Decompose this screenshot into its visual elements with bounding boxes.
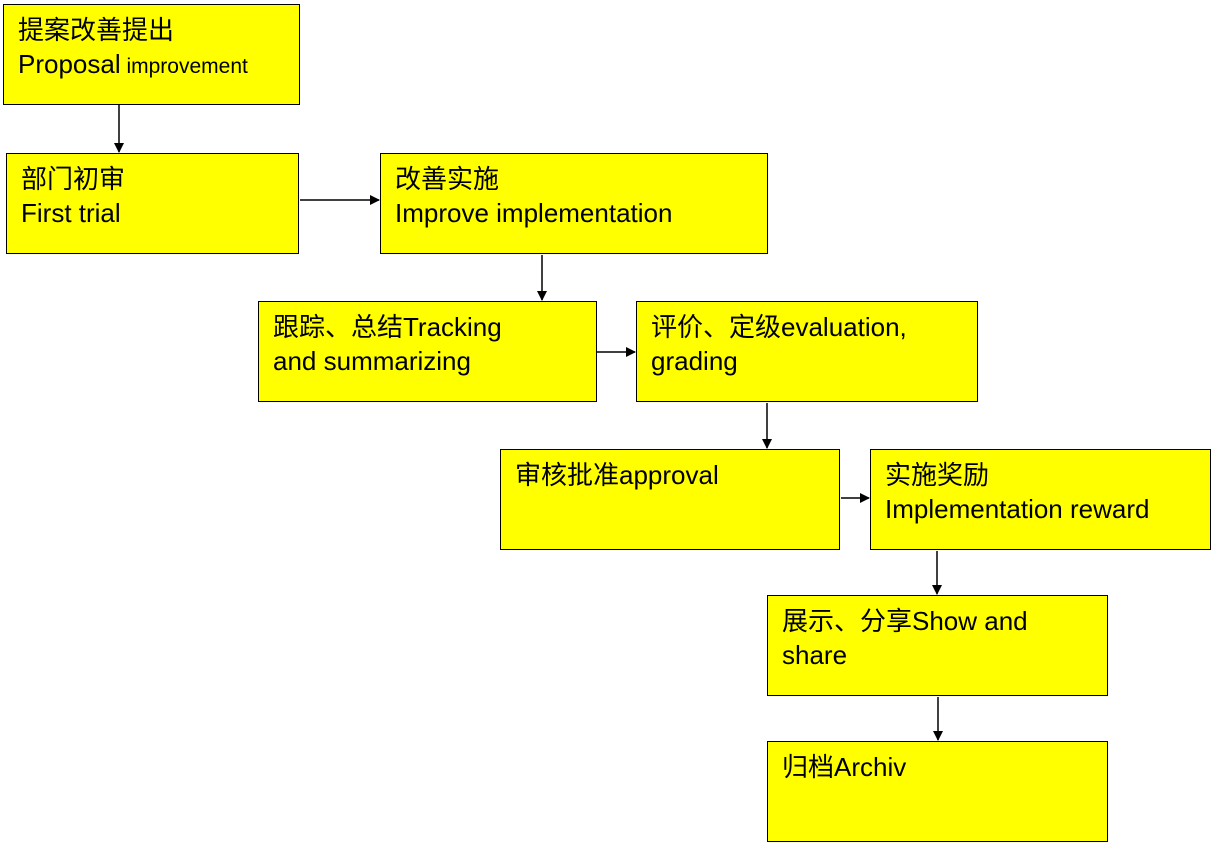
node-evaluation-line2: grading	[651, 346, 738, 376]
node-improve-en: Improve implementation	[395, 198, 673, 228]
node-approval: 审核批准approval	[500, 449, 840, 550]
node-archive: 归档Archiv	[767, 741, 1108, 842]
node-evaluation-line1: 评价、定级evaluation,	[651, 312, 907, 342]
node-show-line1: 展示、分享Show and	[782, 606, 1028, 636]
node-approval-line1: 审核批准approval	[515, 460, 719, 490]
node-archive-line1: 归档Archiv	[782, 752, 907, 782]
node-evaluation-grading: 评价、定级evaluation, grading	[636, 301, 978, 402]
node-proposal-improvement: 提案改善提出 Proposal improvement	[3, 4, 300, 105]
node-tracking-line2: and summarizing	[273, 346, 471, 376]
node-first-trial-zh: 部门初审	[21, 164, 126, 194]
node-implementation-reward: 实施奖励 Implementation reward	[870, 449, 1211, 550]
node-first-trial: 部门初审 First trial	[6, 153, 299, 254]
node-tracking-summarizing: 跟踪、总结Tracking and summarizing	[258, 301, 597, 402]
node-proposal-en-b: improvement	[120, 55, 248, 78]
node-improve-zh: 改善实施	[395, 164, 500, 194]
node-show-line2: share	[782, 640, 848, 670]
node-proposal-zh: 提案改善提出	[18, 15, 175, 45]
node-proposal-en-a: Proposal	[18, 49, 121, 79]
node-reward-zh: 实施奖励	[885, 460, 990, 490]
node-first-trial-en: First trial	[21, 198, 121, 228]
node-tracking-line1: 跟踪、总结Tracking	[273, 312, 502, 342]
node-show-share: 展示、分享Show and share	[767, 595, 1108, 696]
node-proposal-en: Proposal improvement	[18, 47, 285, 84]
node-improve-implementation: 改善实施 Improve implementation	[380, 153, 768, 254]
node-reward-en: Implementation reward	[885, 494, 1150, 524]
